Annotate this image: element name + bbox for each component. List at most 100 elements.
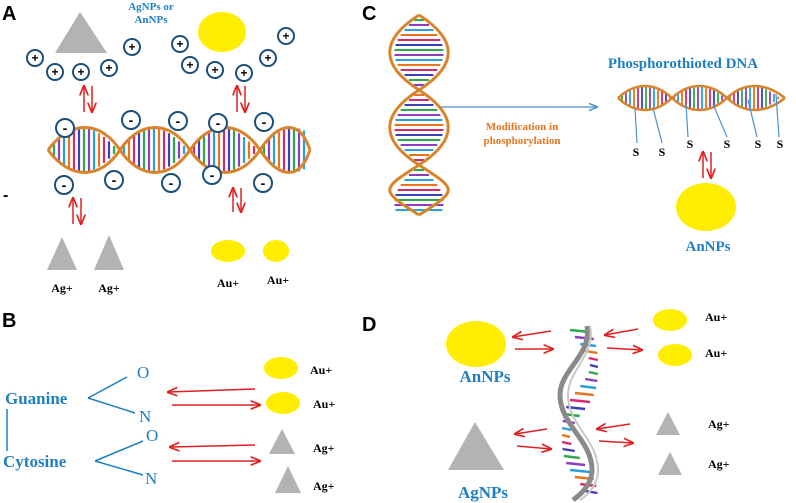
minus-sign: -: [129, 112, 134, 128]
ag-ion-label: Ag+: [708, 457, 730, 471]
plus-sign: +: [186, 58, 193, 72]
minus-circle: [161, 173, 181, 193]
silver-nanoparticle-triangle: [55, 12, 107, 53]
base-pair-rung: [588, 356, 599, 362]
minus-circle: [254, 112, 274, 132]
plus-circle: [171, 35, 189, 53]
panel-label-b: B: [2, 310, 16, 332]
minus-sign: -: [261, 175, 266, 191]
minus-circle: [253, 173, 273, 193]
cytosine-label: Cytosine: [3, 452, 67, 471]
au-ion-dot: [263, 240, 289, 262]
base-pair-rung: [589, 363, 599, 369]
au-ion-label: Au+: [313, 397, 335, 411]
base-pair-rung: [562, 447, 575, 453]
au-ion-label: Au+: [217, 276, 239, 290]
au-ion-dot: [264, 357, 298, 379]
annps-label-c: AnNPs: [685, 239, 730, 255]
panel-label-c: C: [362, 3, 376, 25]
minus-circle: [54, 175, 74, 195]
panel-d: AnNPs AgNPs Au+ Au+ Ag+ Ag+: [446, 309, 730, 503]
base-pair-rung: [561, 433, 571, 439]
au-ion-label: Au+: [705, 310, 727, 324]
au-ion-label: Au+: [310, 363, 332, 377]
margin-minus: -: [3, 187, 8, 204]
plus-circle: [277, 27, 295, 45]
minus-circle: [202, 165, 222, 185]
sulfur-label: S: [687, 137, 694, 151]
plus-circle: [259, 49, 277, 67]
ag-ion-triangle: [275, 466, 301, 493]
minus-sign: -: [262, 114, 267, 130]
base-pair-rung: [585, 377, 598, 383]
negative-charges: [54, 110, 274, 195]
phosphorothioted-dna-title: Phosphorothioted DNA: [608, 56, 758, 72]
plus-sign: +: [51, 65, 58, 79]
plus-sign: +: [128, 40, 135, 54]
dna-double-helix: [46, 126, 312, 174]
minus-sign: -: [112, 172, 117, 188]
plus-circle: [123, 38, 141, 56]
ag-ion-label: Ag+: [313, 479, 335, 493]
plus-circle: [235, 64, 253, 82]
au-ion-label: Au+: [705, 346, 727, 360]
positive-charges: [26, 27, 295, 82]
sulfur-label: S: [659, 145, 666, 159]
panel-label-a: A: [2, 3, 16, 25]
modification-label-line1: Modification in: [486, 121, 558, 133]
minus-sign: -: [216, 115, 221, 131]
silver-nanoparticle-triangle: [448, 422, 504, 470]
ag-ion-triangle: [658, 452, 682, 475]
au-ion-dot: [266, 392, 300, 414]
minus-sign: -: [62, 177, 67, 193]
ag-ion-triangle: [47, 237, 77, 270]
ag-ion-triangle: [656, 412, 680, 435]
gold-nanoparticle: [676, 183, 736, 231]
plus-sign: +: [105, 61, 112, 75]
ag-ion-label: Ag+: [51, 281, 73, 295]
minus-circle: [208, 113, 228, 133]
interaction-arrows-top: [84, 86, 245, 112]
au-ion-dot: [658, 344, 692, 366]
au-ion-dot: [653, 309, 687, 331]
np-label-line1: AgNPs or: [128, 1, 174, 13]
plus-circle: [181, 56, 199, 74]
ag-ion-label: Ag+: [313, 441, 335, 455]
binding-arrows-b: [168, 389, 260, 461]
base-pair-rung: [566, 461, 586, 467]
base-pair-rung: [585, 489, 598, 495]
plus-circle: [26, 49, 44, 67]
ag-ion-label: Ag+: [708, 417, 730, 431]
plus-sign: +: [240, 66, 247, 80]
guanine-oxygen: O: [137, 363, 149, 382]
base-pair-rung: [563, 454, 580, 460]
plus-circle: [100, 59, 118, 77]
au-ion-dot: [211, 240, 245, 262]
plus-sign: +: [282, 29, 289, 43]
binding-arrows-c: [703, 152, 711, 178]
minus-sign: -: [210, 167, 215, 183]
minus-circle: [55, 118, 75, 138]
plus-circle: [46, 63, 64, 81]
base-pair-rung: [588, 370, 599, 376]
gold-nanoparticle: [446, 321, 506, 367]
panel-c: Modification in phosphorylation Phosphor…: [388, 13, 786, 255]
panel-a: AgNPs or AnNPs + + + + + + + + +: [3, 1, 312, 295]
base-pair-rung: [580, 384, 597, 390]
minus-circle: [168, 111, 188, 131]
base-pair-rung: [574, 391, 594, 397]
panel-b: Guanine Cytosine O N O N Au+ Au+ Ag+ Ag+: [3, 357, 335, 493]
plus-sign: +: [176, 37, 183, 51]
plus-circle: [206, 61, 224, 79]
sulfur-label: S: [777, 137, 784, 151]
plus-circle: [72, 63, 90, 81]
minus-circle: [121, 110, 141, 130]
cytosine-oxygen: O: [146, 426, 158, 445]
ag-ion-triangle: [94, 235, 124, 270]
minus-sign: -: [63, 120, 68, 136]
ag-ion-label: Ag+: [98, 281, 120, 295]
gold-nanoparticle: [198, 12, 246, 52]
annps-label-d: AnNPs: [459, 367, 510, 386]
plus-sign: +: [77, 65, 84, 79]
